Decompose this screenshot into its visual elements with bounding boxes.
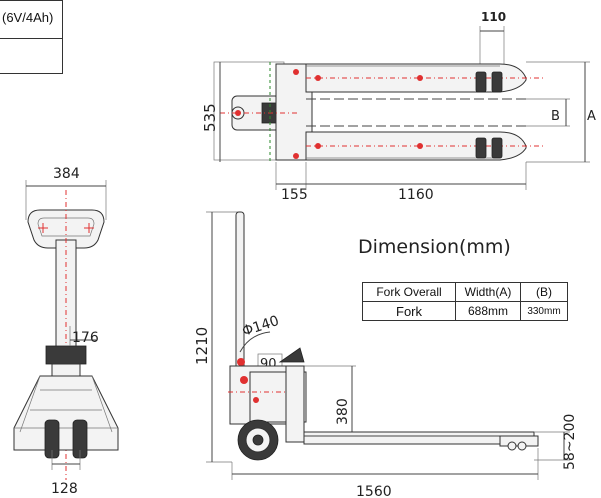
table-cell: Fork bbox=[362, 301, 456, 321]
dim-fork-spacing: 110 bbox=[481, 10, 506, 24]
table-cell: 330mm bbox=[520, 301, 568, 321]
dim-lift-height: 380 bbox=[335, 398, 351, 425]
dim-height-total: 1210 bbox=[193, 327, 211, 365]
table-cell: 688mm bbox=[455, 301, 521, 321]
dim-width-total: 535 bbox=[201, 103, 219, 132]
dim-overall-length: 1560 bbox=[356, 484, 392, 498]
table-header-cell: Width(A) bbox=[455, 282, 521, 302]
front-view: 384 176 128 bbox=[13, 166, 119, 497]
table-header-cell: (B) bbox=[520, 282, 568, 302]
dim-rear-length: 155 bbox=[281, 187, 308, 203]
table-row: Fork 688mm 330mm bbox=[362, 301, 568, 321]
dim-fork-height: 58~200 bbox=[562, 414, 578, 470]
battery-table-fragment: (6V/4Ah) bbox=[0, 0, 63, 74]
dim-fork-length: 1160 bbox=[398, 187, 434, 203]
table-header-cell: Fork Overall bbox=[362, 282, 456, 302]
dim-handle-width: 384 bbox=[53, 166, 80, 182]
dim-front-wheel-span: 128 bbox=[51, 481, 78, 497]
dim-handle-diameter: Φ140 bbox=[240, 313, 281, 340]
label-b: B bbox=[551, 109, 560, 124]
side-view: 1210 Φ140 90 380 bbox=[193, 211, 578, 498]
battery-spec-label: (6V/4Ah) bbox=[2, 10, 54, 25]
table-header-row: Fork Overall Width(A) (B) bbox=[362, 282, 568, 302]
dimension-title: Dimension(mm) bbox=[358, 236, 511, 258]
label-a: A bbox=[587, 109, 596, 124]
dim-wheel-width: 176 bbox=[72, 330, 99, 346]
top-view: 110 B bbox=[201, 10, 596, 203]
fork-spec-table: Fork Overall Width(A) (B) Fork 688mm 330… bbox=[362, 282, 568, 321]
